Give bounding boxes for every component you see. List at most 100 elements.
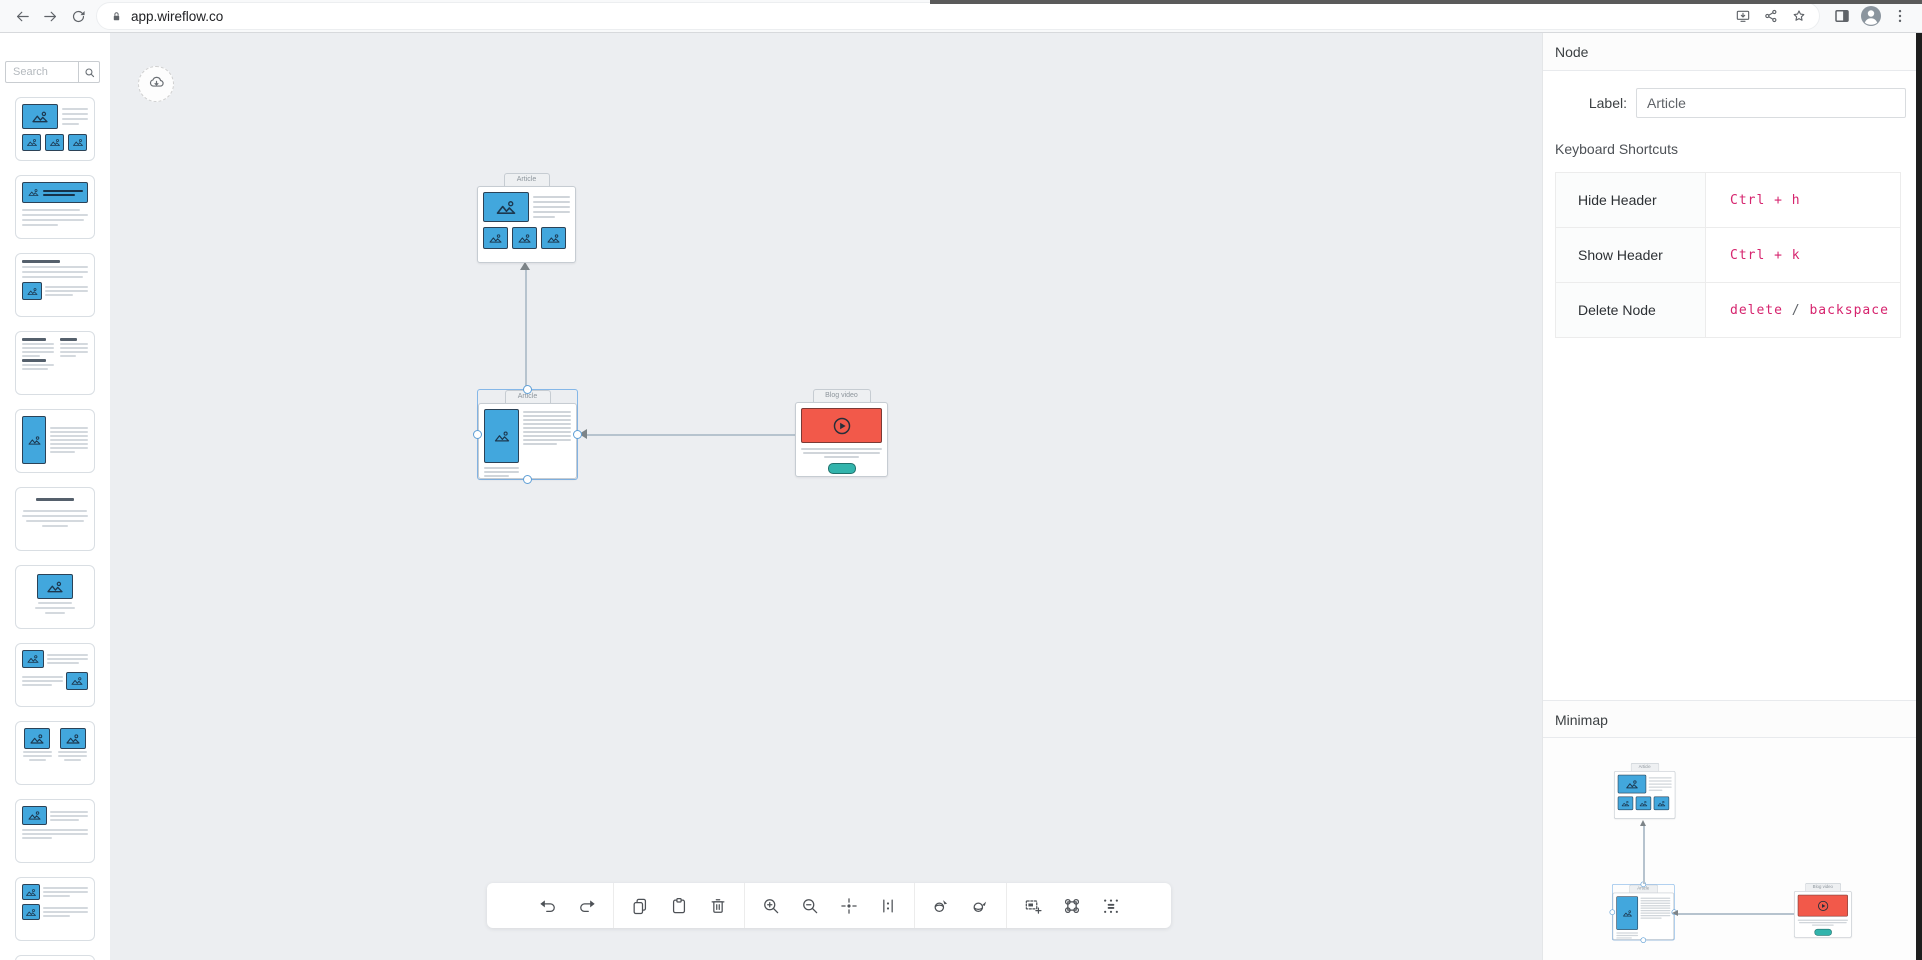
- image-placeholder: [1635, 796, 1652, 811]
- connection-handle-top[interactable]: [523, 385, 532, 394]
- template-sidebar: [0, 33, 110, 960]
- minimap-node-wrap: Blog video: [1794, 883, 1852, 938]
- zoom-in-icon: [761, 896, 781, 916]
- minimap-node-wrap: Article: [1614, 763, 1676, 819]
- template-thumbnail-centered-text[interactable]: [15, 487, 95, 551]
- toolbar-multi-select-button[interactable]: [1059, 893, 1085, 919]
- toolbar-auto-layout-button[interactable]: [1098, 893, 1124, 919]
- connection-handle-left[interactable]: [473, 430, 482, 439]
- node-article-main[interactable]: Article: [473, 385, 582, 484]
- auto-layout-icon: [1101, 896, 1121, 916]
- image-placeholder: [541, 227, 566, 249]
- flow-edge[interactable]: [525, 270, 527, 389]
- toolbar-actual-size-button[interactable]: [875, 893, 901, 919]
- template-thumbnail-two-column[interactable]: [15, 331, 95, 395]
- image-placeholder: [66, 672, 88, 690]
- node-label-input[interactable]: [1636, 88, 1906, 118]
- flow-edge[interactable]: [1678, 913, 1794, 915]
- multi-select-icon: [1062, 896, 1082, 916]
- image-placeholder: [1653, 796, 1670, 811]
- connection-handle-right[interactable]: [573, 430, 582, 439]
- toolbar-separator: [1005, 883, 1007, 928]
- flow-edge[interactable]: [1643, 826, 1645, 884]
- button-placeholder: [1814, 928, 1832, 936]
- url-bar[interactable]: app.wireflow.co: [96, 2, 1820, 30]
- template-thumbnail-two-images[interactable]: [15, 721, 95, 785]
- connection-handle-bottom[interactable]: [523, 475, 532, 484]
- minimap-node-article-main: Article: [1609, 881, 1678, 943]
- image-placeholder: [22, 650, 44, 668]
- properties-panel: Node Label: Keyboard Shortcuts Hide Head…: [1542, 33, 1922, 960]
- forward-button[interactable]: [36, 2, 64, 30]
- share-button[interactable]: [1757, 2, 1785, 30]
- node-article-top[interactable]: Article: [477, 173, 576, 263]
- template-thumbnail-gallery[interactable]: [15, 97, 95, 161]
- template-thumbnail-article-image[interactable]: [15, 253, 95, 317]
- toolbar-copy-button[interactable]: [627, 893, 653, 919]
- reload-button[interactable]: [64, 2, 92, 30]
- toolbar-separator: [913, 883, 915, 928]
- image-placeholder: [512, 227, 537, 249]
- template-thumbnail-media-left[interactable]: [15, 409, 95, 473]
- marquee-add-icon: [1023, 896, 1043, 916]
- toolbar-export-sketch-button[interactable]: [928, 893, 954, 919]
- template-thumbnail-banner[interactable]: [15, 175, 95, 239]
- image-placeholder: [484, 409, 519, 463]
- image-placeholder: [59, 728, 86, 749]
- image-placeholder: [1617, 796, 1634, 811]
- edge-arrowhead: [1672, 910, 1678, 916]
- flow-edge[interactable]: [587, 434, 795, 436]
- toolbar-undo-button[interactable]: [535, 893, 561, 919]
- shortcut-action: Hide Header: [1555, 172, 1706, 228]
- toolbar-export-theme-button[interactable]: [967, 893, 993, 919]
- node-header-label: Article: [503, 173, 550, 186]
- toolbar-marquee-add-button[interactable]: [1020, 893, 1046, 919]
- template-thumbnail-media-list[interactable]: [15, 877, 95, 941]
- side-panel-button[interactable]: [1828, 2, 1856, 30]
- image-placeholder: [1617, 774, 1647, 794]
- shortcut-key: delete: [1730, 302, 1783, 318]
- image-placeholder: [22, 282, 42, 300]
- minimap-node-blog-video: Blog video: [1794, 883, 1852, 938]
- reload-icon: [70, 8, 87, 25]
- edge-arrowhead: [520, 262, 530, 270]
- menu-icon: [1891, 7, 1909, 25]
- node-blog-video[interactable]: Blog video: [795, 389, 888, 477]
- image-placeholder: [22, 416, 46, 464]
- url-text[interactable]: app.wireflow.co: [131, 8, 224, 24]
- back-button[interactable]: [8, 2, 36, 30]
- bookmark-button[interactable]: [1785, 2, 1813, 30]
- node-header-label: Article: [1630, 763, 1659, 772]
- export-sketch-icon: [931, 896, 951, 916]
- toolbar-paste-button[interactable]: [666, 893, 692, 919]
- toolbar-delete-button[interactable]: [705, 893, 731, 919]
- minimap-section-header: Minimap: [1543, 700, 1922, 738]
- zoom-out-icon: [800, 896, 820, 916]
- menu-button[interactable]: [1886, 2, 1914, 30]
- template-thumbnail-media-top[interactable]: [15, 799, 95, 863]
- profile-icon: [1859, 4, 1883, 28]
- image-placeholder: [22, 104, 58, 129]
- window-edge-strip: [930, 0, 1922, 4]
- search-icon[interactable]: [78, 62, 99, 82]
- shortcut-action: Delete Node: [1555, 282, 1706, 338]
- toolbar-redo-button[interactable]: [574, 893, 600, 919]
- toolbar-zoom-in-button[interactable]: [758, 893, 784, 919]
- toolbar-fit-view-button[interactable]: [836, 893, 862, 919]
- search-input[interactable]: [6, 62, 78, 82]
- profile-avatar-button[interactable]: [1858, 3, 1884, 29]
- bookmark-icon: [1791, 8, 1807, 24]
- template-thumbnail-zigzag[interactable]: [15, 643, 95, 707]
- page-scrollbar[interactable]: [1916, 33, 1922, 960]
- template-thumbnail-partial[interactable]: [15, 955, 95, 960]
- sync-button[interactable]: [138, 66, 174, 102]
- install-button[interactable]: [1729, 2, 1757, 30]
- toolbar-zoom-out-button[interactable]: [797, 893, 823, 919]
- image-placeholder: [45, 134, 64, 151]
- template-thumbnail-centered-image[interactable]: [15, 565, 95, 629]
